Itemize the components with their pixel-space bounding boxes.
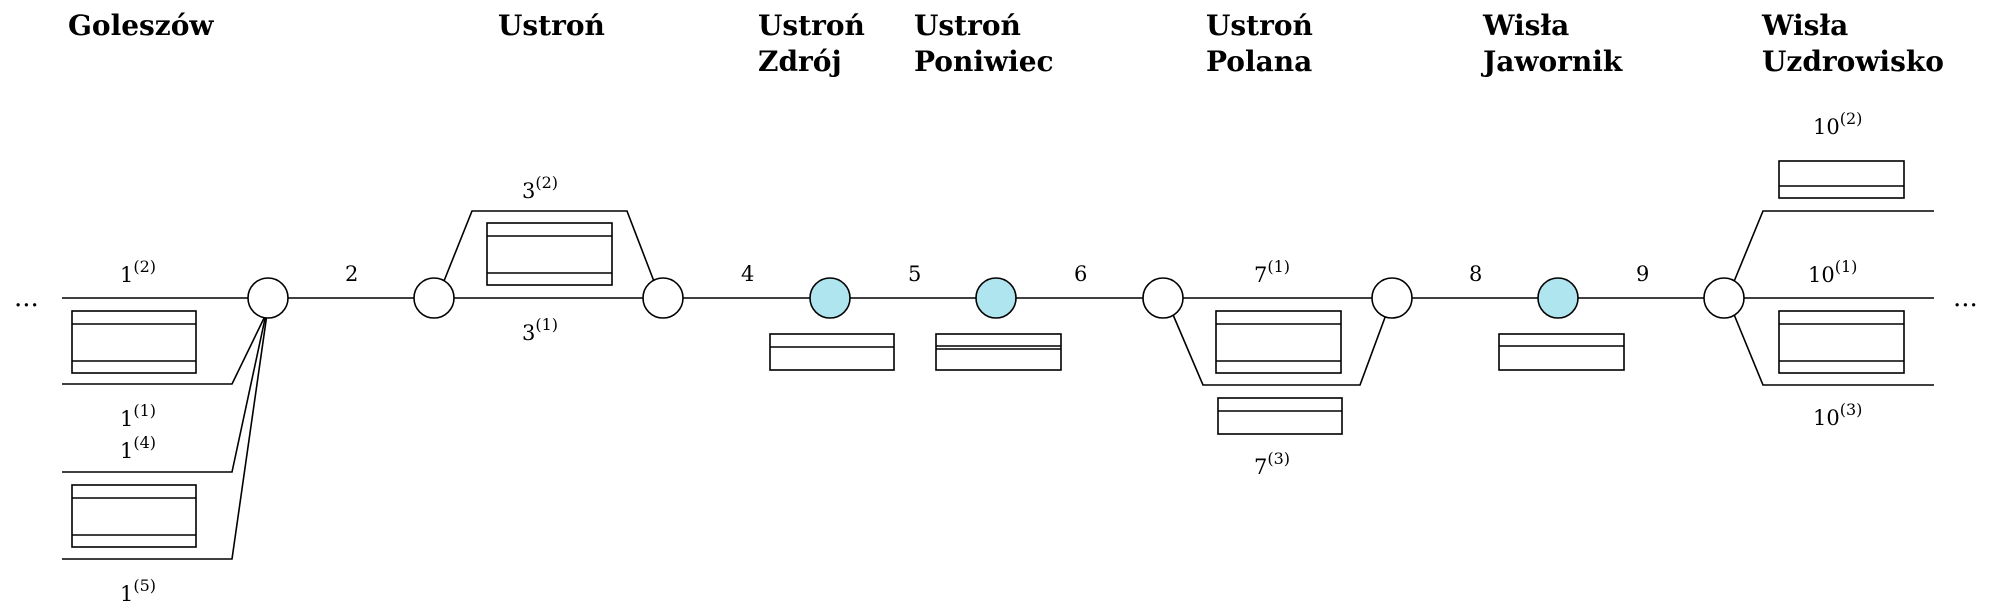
track-1-1-line <box>62 313 267 385</box>
station-name-ustron-poniwiec: Ustroń Poniwiec <box>914 9 1054 78</box>
station-name-wisla-uzdrowisko: Wisła Uzdrowisko <box>1761 9 1944 78</box>
track-label-10-3: 10(3) <box>1813 400 1862 430</box>
track-label-7-3: 7(3) <box>1254 449 1290 479</box>
platform-goleszow-1 <box>71 310 197 374</box>
track-1-5-line <box>62 313 268 560</box>
track-1-4-line <box>62 313 267 473</box>
track-label-2: 2 <box>345 262 358 286</box>
stop-ustron-poniwiec <box>975 277 1017 319</box>
track-label-1-2: 1(2) <box>120 257 156 287</box>
track-3-2-line <box>441 210 656 287</box>
platform-ustron-zdroj <box>769 333 895 371</box>
track-label-7-1: 7(1) <box>1254 257 1290 287</box>
junction-ustron-west <box>413 277 455 319</box>
platform-ustron-poniwiec <box>935 333 1062 371</box>
continuation-right: ... <box>1953 283 1978 313</box>
stop-wisla-jawornik <box>1537 277 1579 319</box>
track-10-2-line <box>1732 210 1934 285</box>
junction-goleszow <box>247 277 289 319</box>
platform-wisla-uzdrowisko-2 <box>1778 310 1905 374</box>
track-label-1-1: 1(1) <box>120 401 156 431</box>
track-10-3-line <box>1732 311 1934 386</box>
station-name-goleszow: Goleszów <box>68 9 214 42</box>
track-7-3-line <box>1170 309 1388 386</box>
track-label-8: 8 <box>1469 262 1482 286</box>
station-name-ustron-polana: Ustroń Polana <box>1206 9 1323 78</box>
junction-ustron-east <box>642 277 684 319</box>
station-name-ustron: Ustroń <box>498 9 605 42</box>
track-label-10-1: 10(1) <box>1808 257 1857 287</box>
track-label-1-5: 1(5) <box>120 576 156 606</box>
platform-ustron-polana-2 <box>1217 397 1343 435</box>
platform-goleszow-2 <box>71 484 197 548</box>
junction-ustron-polana-east <box>1371 277 1413 319</box>
track-label-5: 5 <box>908 262 921 286</box>
track-label-10-2: 10(2) <box>1813 109 1862 139</box>
continuation-left: ... <box>14 283 39 313</box>
track-label-1-4: 1(4) <box>120 433 156 463</box>
platform-ustron <box>486 222 613 286</box>
platform-wisla-jawornik <box>1498 333 1625 371</box>
station-name-wisla-jawornik: Wisła Jawornik <box>1480 9 1623 78</box>
track-label-4: 4 <box>741 262 754 286</box>
platform-ustron-polana-1 <box>1215 310 1342 374</box>
track-label-3-2: 3(2) <box>522 173 558 203</box>
track-label-6: 6 <box>1074 262 1087 286</box>
track-label-3-1: 3(1) <box>522 315 558 345</box>
track-label-9: 9 <box>1636 262 1649 286</box>
station-name-ustron-zdroj: Ustroń Zdrój <box>758 9 875 78</box>
stop-ustron-zdroj <box>809 277 851 319</box>
junction-ustron-polana-west <box>1142 277 1184 319</box>
platform-wisla-uzdrowisko-1 <box>1778 160 1905 199</box>
junction-wisla-uzdrowisko <box>1703 277 1745 319</box>
